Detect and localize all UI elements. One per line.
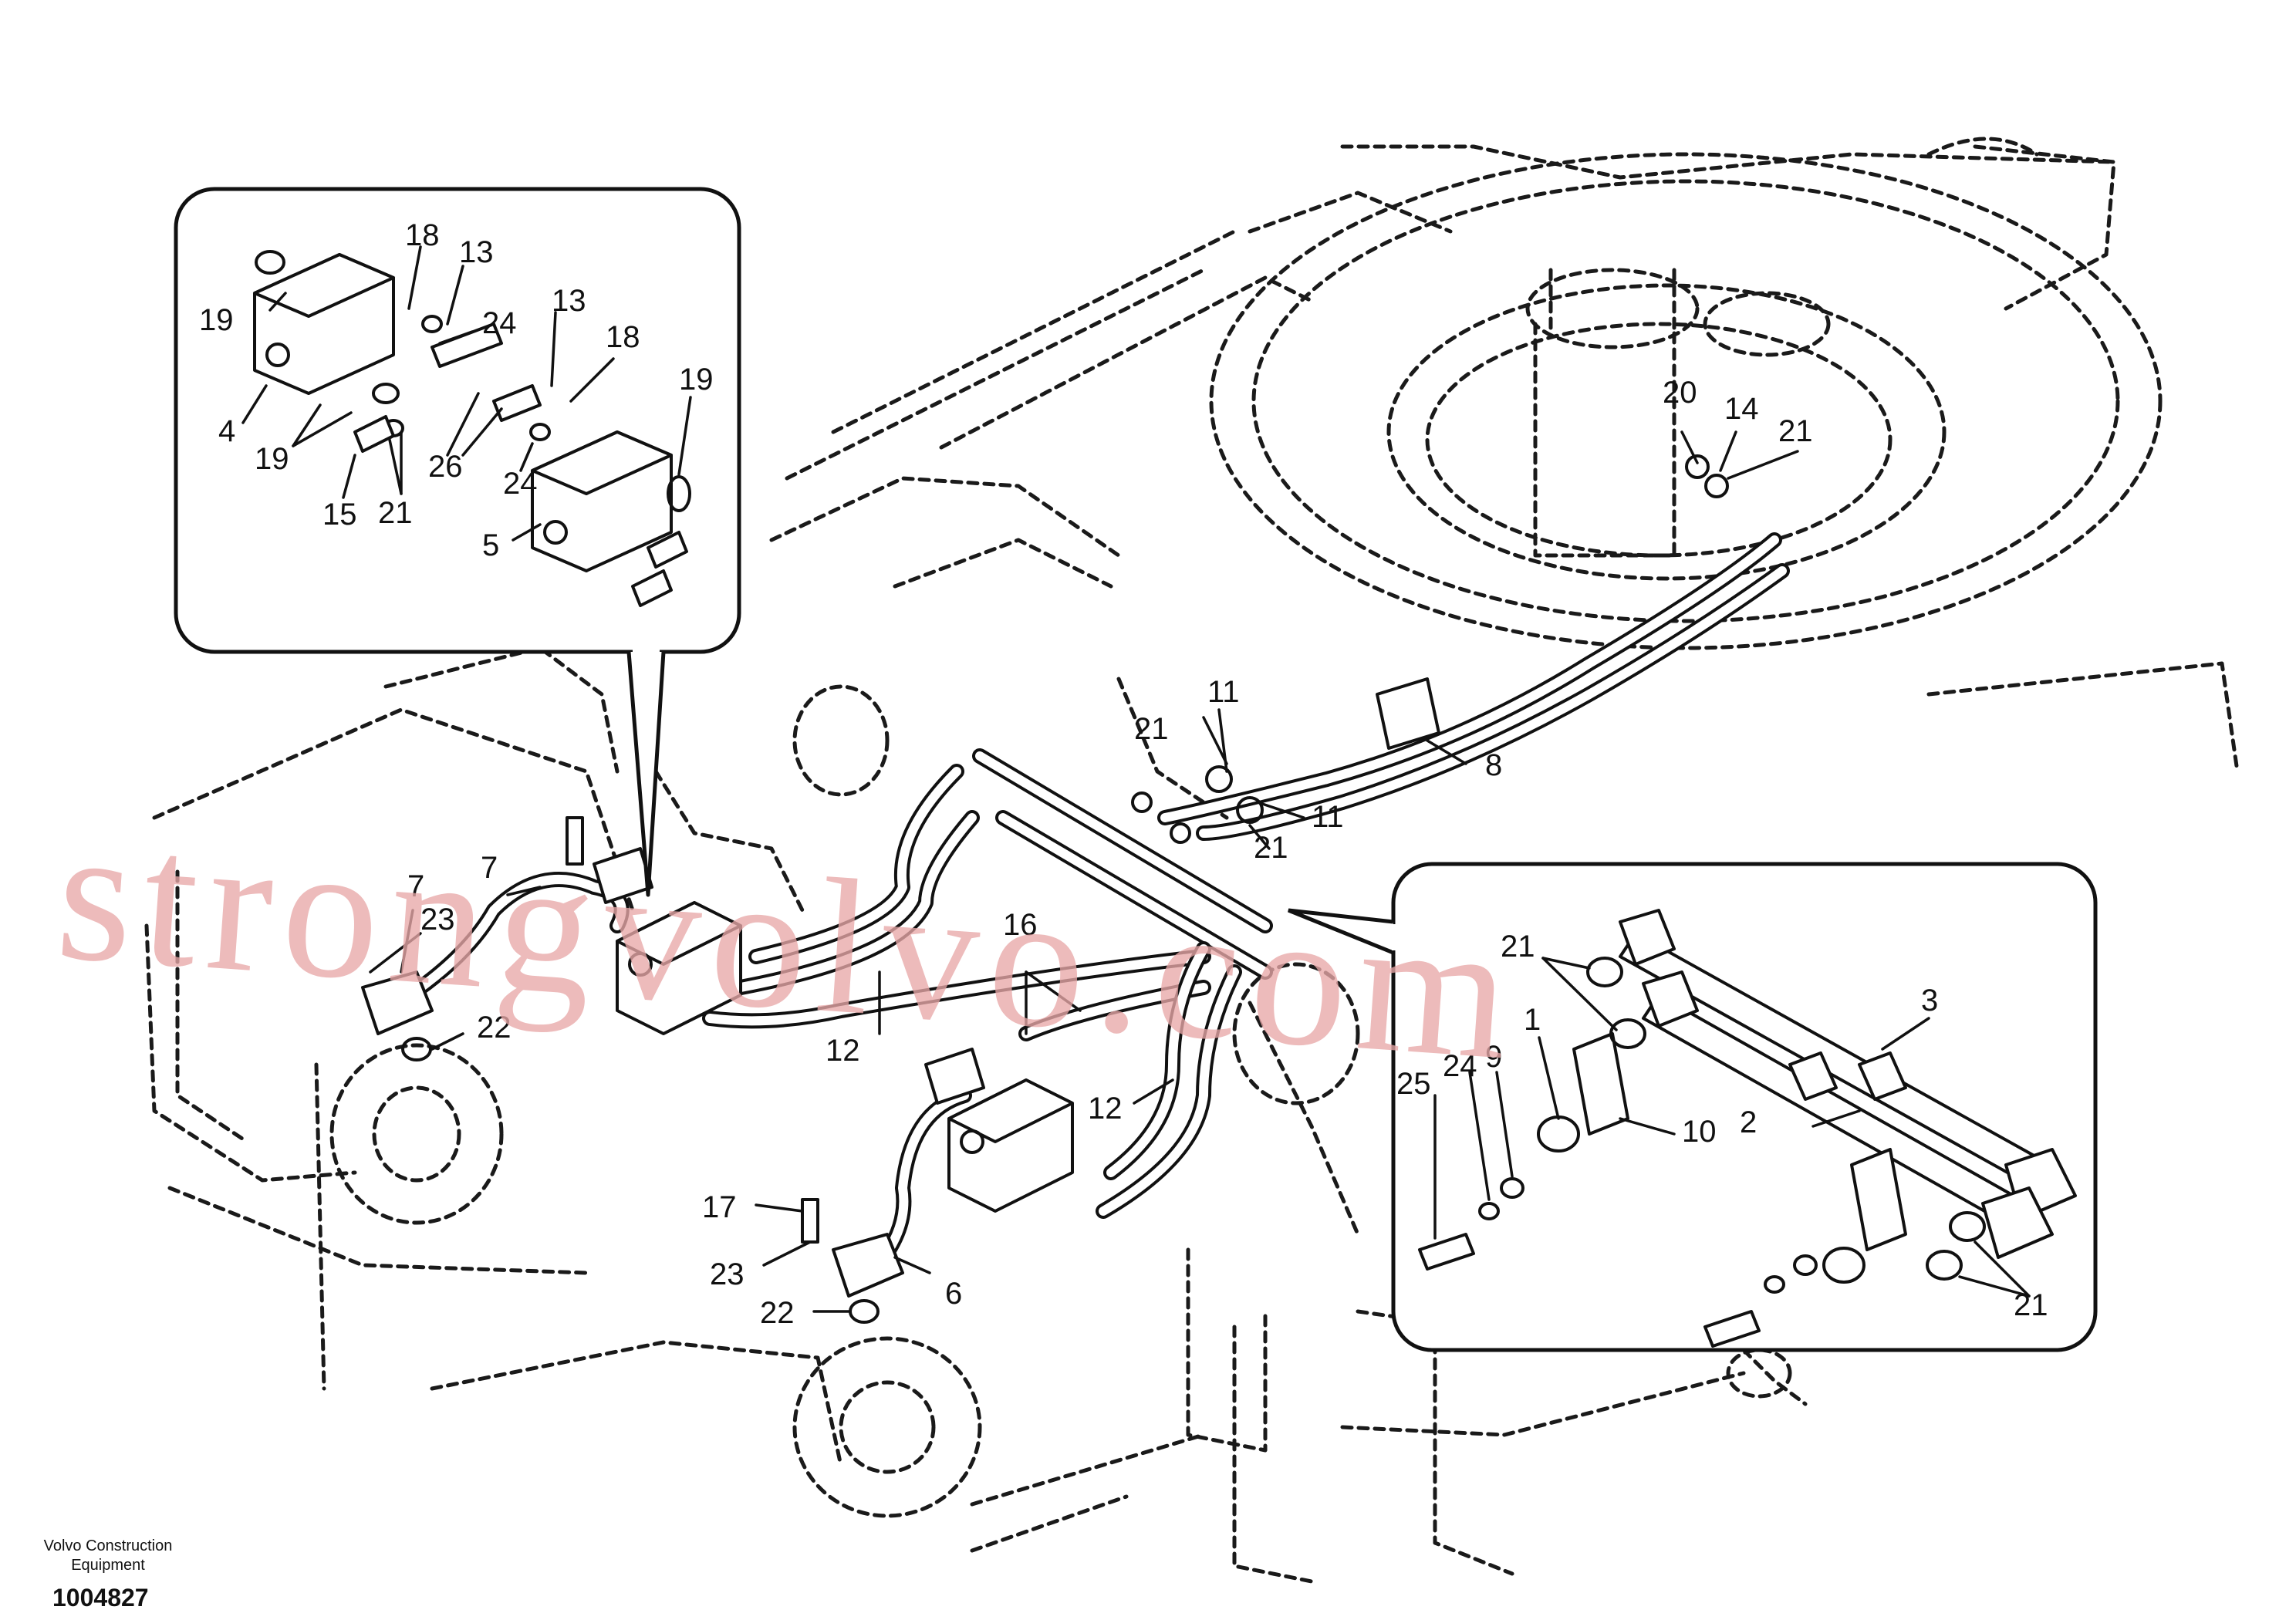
callout-11: 11 [1207,675,1240,709]
callout-21: 21 [1778,414,1813,448]
callout-21: 21 [1254,831,1288,865]
callout-labels: 18 13 19 24 13 18 19 4 19 26 24 15 21 5 … [199,218,2048,1330]
hose-assembly [361,454,1790,1324]
callout-12: 12 [1088,1092,1123,1126]
callout-15: 15 [322,498,357,532]
company-name-line1: Volvo Construction [44,1537,173,1554]
callout-5: 5 [482,528,499,562]
callout-3: 3 [1921,984,1938,1018]
callout-14: 14 [1724,392,1759,426]
callout-19: 19 [199,303,234,337]
callout-18: 18 [606,320,640,354]
callout-19: 19 [679,363,714,397]
callout-9: 9 [1485,1040,1502,1074]
callout-21: 21 [378,496,413,530]
callout-23: 23 [420,903,455,937]
callout-8: 8 [1485,748,1502,782]
callout-16: 16 [1003,908,1038,942]
callout-10: 10 [1682,1115,1717,1149]
callout-26: 26 [428,450,463,484]
callout-6: 6 [945,1277,962,1311]
callout-18: 18 [405,218,440,252]
callout-24: 24 [503,467,538,501]
inset-valve-detail [174,187,741,897]
callout-24: 24 [1443,1049,1477,1083]
callout-13: 13 [552,284,586,318]
callout-7: 7 [481,851,498,885]
callout-12: 12 [826,1034,860,1068]
callout-13: 13 [459,235,494,269]
callout-21: 21 [2014,1288,2048,1322]
company-name-line2: Equipment [71,1557,145,1574]
watermark: strongvolvo.com [51,786,1526,1102]
callout-22: 22 [760,1296,795,1330]
callout-7: 7 [407,869,424,903]
callout-21: 21 [1134,712,1169,746]
leader-lines [369,430,1799,1313]
callout-11: 11 [1312,800,1344,834]
callout-1: 1 [1524,1003,1541,1037]
callout-19: 19 [255,442,289,476]
callout-24: 24 [482,306,517,340]
callout-4: 4 [218,414,235,448]
inset-pipe-clamp-detail [1288,862,2098,1352]
callout-23: 23 [710,1257,745,1291]
hose-grommet [1376,677,1440,750]
callout-25: 25 [1396,1067,1431,1101]
callout-22: 22 [477,1011,512,1045]
callout-20: 20 [1663,376,1697,410]
footer: Volvo Construction Equipment 1004827 [44,1537,173,1612]
callout-2: 2 [1740,1105,1757,1139]
callout-17: 17 [702,1190,737,1224]
machine-outline [144,137,2240,1584]
callout-21: 21 [1501,930,1535,964]
drawing-number: 1004827 [52,1584,149,1612]
